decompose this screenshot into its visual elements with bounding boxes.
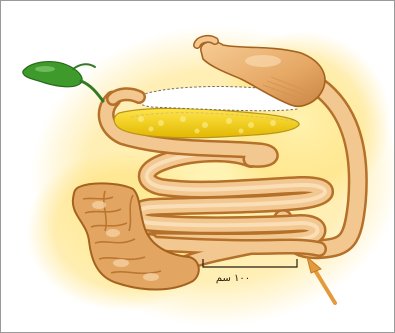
background-glow — [26, 26, 394, 326]
duodenum — [113, 94, 139, 99]
measure-label: ١٠٠ سم — [216, 273, 250, 284]
